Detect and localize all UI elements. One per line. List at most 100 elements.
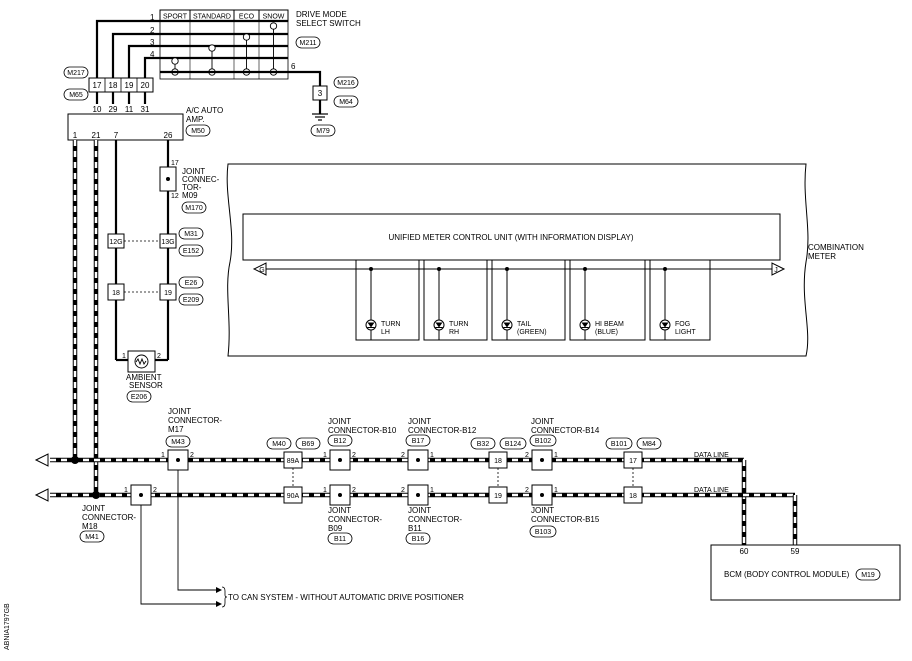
harness-89a: 89A xyxy=(287,458,300,465)
m18-pin-l: 1 xyxy=(124,487,128,494)
lamp-label-5b: LIGHT xyxy=(675,329,696,336)
ground-connector: 3 M216 M64 M79 xyxy=(310,76,359,137)
data-line-label-2: DATA LINE xyxy=(694,487,729,494)
m18-pin-r: 2 xyxy=(153,487,157,494)
b12-pin-r: 1 xyxy=(430,452,434,459)
harness-90a: 90A xyxy=(287,493,300,500)
harness-ref-m84: M84 xyxy=(642,441,656,448)
amp-connector: M50 xyxy=(191,128,205,135)
lamp-label-3a: TAIL xyxy=(517,321,531,328)
joint-connector-b09: 1 2 JOINT CONNECTOR- B09 B11 xyxy=(323,484,382,545)
inline-a-right: 13G xyxy=(161,239,174,246)
ground-ref-3: M79 xyxy=(316,128,330,135)
joint-connector-b12: 2 1 JOINT CONNECTOR-B12 B17 xyxy=(401,417,477,471)
amp-pin-7: 7 xyxy=(114,131,119,140)
m18-label-1: JOINT xyxy=(82,504,105,513)
b15-ref: B103 xyxy=(535,529,551,536)
b15-label-2: CONNECTOR-B15 xyxy=(531,515,600,524)
m09-pin-12: 12 xyxy=(171,193,179,200)
mode-col-snow: SNOW xyxy=(263,14,285,21)
m18-label-3: M18 xyxy=(82,522,98,531)
inline-b-ref-2: E209 xyxy=(183,297,199,304)
data-line-label-1: DATA LINE xyxy=(694,452,729,459)
harness-b32-bot: 19 xyxy=(494,493,502,500)
inline-connector-b: 18 19 E26 E209 xyxy=(107,276,204,306)
harness-ref-m40: M40 xyxy=(272,441,286,448)
amp-conn-pin-19: 19 xyxy=(125,81,134,90)
amp-conn-pin-17: 17 xyxy=(93,81,102,90)
b10-label-1: JOINT xyxy=(328,417,351,426)
switch-title-1: DRIVE MODE xyxy=(296,10,347,19)
b12-label-1: JOINT xyxy=(408,417,431,426)
figure-id: ABNIA1797GB xyxy=(4,603,11,650)
b09-label-3: B09 xyxy=(328,524,343,533)
amp-pin-21: 21 xyxy=(92,131,101,140)
harness-b101-top: 17 xyxy=(629,458,637,465)
amp-pin-10: 10 xyxy=(93,105,102,114)
meter-lamp-tail: TAIL (GREEN) xyxy=(491,259,566,341)
b10-pin-r: 2 xyxy=(352,452,356,459)
bcm-label: BCM (BODY CONTROL MODULE) xyxy=(724,570,850,579)
bcm-pin-60: 60 xyxy=(740,547,749,556)
bcm: 60 59 BCM (BODY CONTROL MODULE) M19 xyxy=(710,544,901,601)
m09-pin-17: 17 xyxy=(171,160,179,167)
lamp-label-3b: (GREEN) xyxy=(517,329,547,336)
b09-ref: B11 xyxy=(334,536,346,543)
b10-pin-l: 1 xyxy=(323,452,327,459)
amp-conn-pin-18: 18 xyxy=(109,81,118,90)
b15-label-1: JOINT xyxy=(531,506,554,515)
meter-lamp-turn-rh: TURN RH xyxy=(423,259,488,341)
can-system-branch: TO CAN SYSTEM - WITHOUT AUTOMATIC DRIVE … xyxy=(140,470,464,608)
sensor-label-2: SENSOR xyxy=(129,381,163,390)
m09-label-2: CONNEC- xyxy=(182,175,220,184)
switch-connector: M211 xyxy=(300,40,317,47)
sensor-pin-1: 1 xyxy=(122,353,126,360)
inline-b-ref-1: E26 xyxy=(185,280,198,287)
harness-connector-b101: 17 18 B101 M84 xyxy=(605,437,662,504)
mode-col-eco: ECO xyxy=(239,14,255,21)
sensor-pin-2: 2 xyxy=(157,353,161,360)
lamp-label-4b: (BLUE) xyxy=(595,329,618,336)
harness-ref-b101: B101 xyxy=(611,441,627,448)
joint-connector-m09: 17 12 JOINT CONNEC- TOR- M09 M170 xyxy=(159,160,220,214)
b14-pin-r: 1 xyxy=(554,452,558,459)
switch-pin-3: 3 xyxy=(150,38,155,47)
m17-pin-l: 1 xyxy=(161,452,165,459)
joint-connector-b11: 2 1 JOINT CONNECTOR- B11 B16 xyxy=(401,484,462,545)
amp-label-2: AMP. xyxy=(186,115,205,124)
lamp-label-1a: TURN xyxy=(381,321,400,328)
joint-connector-b14: 2 1 JOINT CONNECTOR-B14 B102 xyxy=(525,417,600,471)
inline-connector-a: 12G 13G M31 E152 xyxy=(107,227,204,257)
meter-lamp-turn-lh: TURN LH xyxy=(355,259,420,341)
harness-b101-bot: 18 xyxy=(629,493,637,500)
b14-label-1: JOINT xyxy=(531,417,554,426)
m09-label-4: M09 xyxy=(182,191,198,200)
m09-label-1: JOINT xyxy=(182,167,205,176)
switch-pin-6: 6 xyxy=(291,62,296,71)
harness-ref-b69: B69 xyxy=(302,441,315,448)
lamp-label-5a: FOG xyxy=(675,321,690,328)
meter-lamp-fog: FOG LIGHT xyxy=(649,259,711,341)
drive-mode-select-switch: SPORT STANDARD ECO SNOW 1 2 3 4 xyxy=(95,9,361,86)
joint-connector-b15: 2 1 JOINT CONNECTOR-B15 B103 xyxy=(525,484,600,538)
lamp-label-1b: LH xyxy=(381,329,390,336)
amp-conn-pin-20: 20 xyxy=(141,81,150,90)
harness-b32-top: 18 xyxy=(494,458,502,465)
m18-label-2: CONNECTOR- xyxy=(82,513,136,522)
sensor-connector: E206 xyxy=(131,394,147,401)
joint-connector-b10: 1 2 JOINT CONNECTOR-B10 B12 xyxy=(323,417,397,471)
b11-pin-r: 1 xyxy=(430,487,434,494)
amp-label-1: A/C AUTO xyxy=(186,106,223,115)
mode-col-standard: STANDARD xyxy=(193,14,231,21)
harness-ref-b32: B32 xyxy=(477,441,490,448)
inline-a-left: 12G xyxy=(109,239,122,246)
b11-label-3: B11 xyxy=(408,524,422,533)
harness-ref-b124: B124 xyxy=(505,441,521,448)
b14-pin-l: 2 xyxy=(525,452,529,459)
m18-ref: M41 xyxy=(85,534,99,541)
sensor-wiring xyxy=(114,140,170,362)
b09-pin-r: 2 xyxy=(352,487,356,494)
m17-pin-r: 2 xyxy=(190,452,194,459)
harness-connector-89a: 89A 90A M40 B69 xyxy=(266,437,321,504)
